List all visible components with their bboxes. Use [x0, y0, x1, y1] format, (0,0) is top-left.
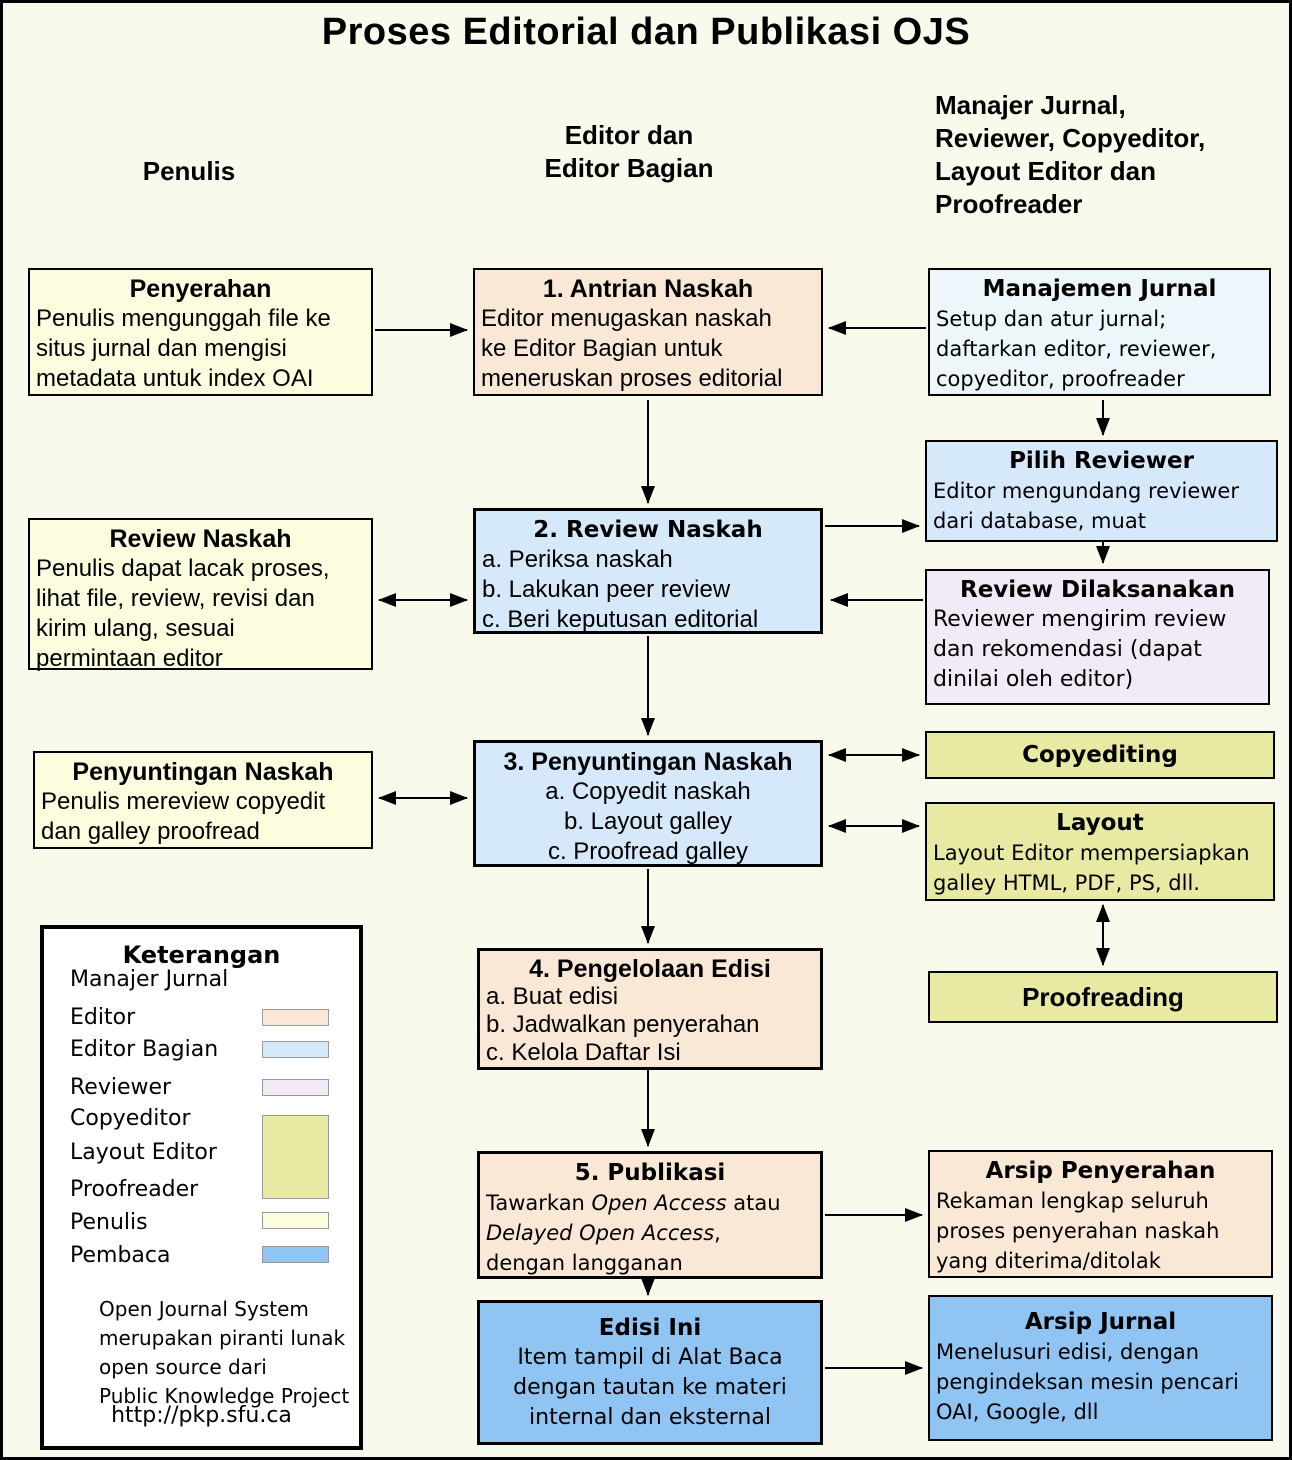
box-proofreading: Proofreading: [928, 971, 1278, 1023]
legend-item-copyeditor: Copyeditor: [70, 1106, 191, 1131]
box-manajemen-jurnal-body: Setup dan atur jurnal; daftarkan editor,…: [936, 307, 1217, 391]
legend-url: http://pkp.sfu.ca: [111, 1403, 292, 1428]
legend-title: Keterangan: [122, 941, 281, 969]
box-penyerahan: Penyerahan Penulis mengunggah file ke si…: [28, 268, 373, 396]
box-arsip-jurnal: Arsip Jurnal Menelusuri edisi, dengan pe…: [928, 1295, 1273, 1441]
box-publikasi-title: 5. Publikasi: [574, 1160, 726, 1186]
box-penyuntingan-naskah-body: a. Copyedit naskah b. Layout galley c. P…: [545, 778, 751, 865]
legend-item-layout-editor: Layout Editor: [70, 1140, 217, 1165]
box-review-naskah-penulis-title: Review Naskah: [109, 525, 292, 553]
box-publikasi-body: Tawarkan Open Access atau Delayed Open A…: [486, 1191, 781, 1275]
box-arsip-jurnal-body: Menelusuri edisi, dengan pengindeksan me…: [936, 1340, 1239, 1424]
box-layout: Layout Layout Editor mempersiapkan galle…: [925, 802, 1275, 901]
column-header-penulis: Penulis: [142, 156, 236, 186]
legend: Keterangan Manajer Jurnal Editor Editor …: [40, 925, 363, 1450]
box-copyediting-title: Copyediting: [1022, 742, 1178, 768]
box-review-naskah-penulis-body: Penulis dapat lacak proses, lihat file, …: [36, 555, 330, 672]
legend-item-editor: Editor: [70, 1005, 136, 1030]
box-publikasi: 5. Publikasi Tawarkan Open Access atau D…: [477, 1151, 823, 1279]
box-penyuntingan-naskah: 3. Penyuntingan Naskah a. Copyedit naska…: [473, 740, 823, 867]
box-pengelolaan-edisi: 4. Pengelolaan Edisi a. Buat edisi b. Ja…: [477, 948, 823, 1070]
box-pilih-reviewer-body: Editor mengundang reviewer dari database…: [933, 479, 1239, 533]
legend-item-proofreader: Proofreader: [70, 1177, 199, 1202]
box-penyerahan-title: Penyerahan: [129, 275, 272, 303]
box-manajemen-jurnal-title: Manajemen Jurnal: [982, 276, 1217, 302]
box-arsip-penyerahan-body: Rekaman lengkap seluruh proses penyeraha…: [936, 1189, 1220, 1273]
legend-swatch-editor-bagian: [262, 1041, 329, 1058]
box-review-naskah-body: a. Periksa naskah b. Lakukan peer review…: [482, 546, 759, 633]
box-edisi-ini-body: Item tampil di Alat Baca dengan tautan k…: [513, 1345, 787, 1430]
box-penyuntingan-naskah-penulis-body: Penulis mereview copyedit dan galley pro…: [41, 788, 326, 845]
box-pengelolaan-edisi-title: 4. Pengelolaan Edisi: [529, 955, 771, 983]
box-penyuntingan-naskah-penulis-title: Penyuntingan Naskah: [72, 758, 334, 786]
box-pengelolaan-edisi-body: a. Buat edisi b. Jadwalkan penyerahan c.…: [486, 983, 760, 1066]
box-arsip-penyerahan: Arsip Penyerahan Rekaman lengkap seluruh…: [928, 1150, 1273, 1278]
legend-swatch-pembaca: [262, 1246, 329, 1263]
column-header-manajer: Manajer Jurnal, Reviewer, Copyeditor, La…: [935, 90, 1206, 219]
box-pilih-reviewer: Pilih Reviewer Editor mengundang reviewe…: [925, 440, 1278, 542]
legend-footer: Open Journal System merupakan piranti lu…: [99, 1297, 350, 1408]
box-review-dilaksanakan-body: Reviewer mengirim review dan rekomendasi…: [933, 607, 1227, 692]
box-edisi-ini: Edisi Ini Item tampil di Alat Baca denga…: [477, 1300, 823, 1445]
box-antrian-naskah-title: 1. Antrian Naskah: [542, 275, 754, 303]
box-antrian-naskah: 1. Antrian Naskah Editor menugaskan nask…: [473, 268, 823, 396]
box-pilih-reviewer-title: Pilih Reviewer: [1009, 448, 1194, 474]
box-review-naskah-penulis: Review Naskah Penulis dapat lacak proses…: [28, 518, 373, 672]
box-layout-body: Layout Editor mempersiapkan galley HTML,…: [933, 841, 1250, 895]
legend-item-editor-bagian: Editor Bagian: [70, 1037, 219, 1062]
box-layout-title: Layout: [1056, 810, 1144, 836]
legend-item-manajer-jurnal: Manajer Jurnal: [70, 967, 229, 992]
box-penyerahan-body: Penulis mengunggah file ke situs jurnal …: [36, 305, 331, 392]
legend-item-pembaca: Pembaca: [70, 1243, 171, 1268]
page-title: Proses Editorial dan Publikasi OJS: [321, 11, 971, 53]
box-proofreading-title: Proofreading: [1022, 982, 1184, 1012]
box-antrian-naskah-body: Editor menugaskan naskah ke Editor Bagia…: [481, 305, 783, 392]
box-review-dilaksanakan: Review Dilaksanakan Reviewer mengirim re…: [925, 569, 1270, 705]
legend-item-reviewer: Reviewer: [70, 1075, 172, 1100]
box-edisi-ini-title: Edisi Ini: [598, 1315, 702, 1341]
box-review-naskah-title: 2. Review Naskah: [533, 517, 763, 543]
column-header-editor: Editor dan Editor Bagian: [544, 120, 714, 183]
box-manajemen-jurnal: Manajemen Jurnal Setup dan atur jurnal; …: [928, 268, 1271, 396]
box-arsip-jurnal-title: Arsip Jurnal: [1024, 1309, 1177, 1335]
box-penyuntingan-naskah-penulis: Penyuntingan Naskah Penulis mereview cop…: [33, 751, 373, 849]
box-review-dilaksanakan-title: Review Dilaksanakan: [959, 577, 1235, 603]
box-copyediting: Copyediting: [925, 731, 1275, 779]
legend-swatch-copyeditor-group: [262, 1115, 329, 1199]
box-review-naskah: 2. Review Naskah a. Periksa naskah b. La…: [473, 508, 823, 634]
legend-swatch-penulis: [262, 1212, 329, 1229]
box-arsip-penyerahan-title: Arsip Penyerahan: [985, 1158, 1216, 1184]
legend-item-penulis: Penulis: [70, 1210, 148, 1235]
legend-swatch-reviewer: [262, 1079, 329, 1096]
legend-swatch-editor: [262, 1009, 329, 1026]
box-penyuntingan-naskah-title: 3. Penyuntingan Naskah: [503, 748, 793, 776]
